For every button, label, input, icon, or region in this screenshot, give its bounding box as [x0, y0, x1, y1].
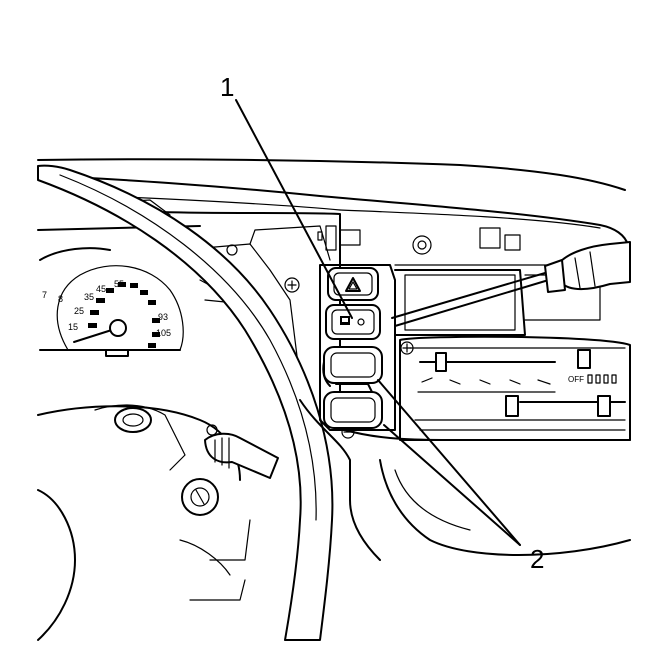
- leader-line-2b: [383, 424, 521, 546]
- blank-switch: [322, 346, 383, 387]
- climate-off-label: OFF: [568, 375, 584, 384]
- hazard-triangle-icon: [345, 277, 361, 292]
- needle-hub: [109, 319, 127, 337]
- callout-1: 1: [220, 72, 234, 102]
- leader-line-2a: [377, 379, 521, 546]
- speedometer-tick-label: 35: [84, 292, 94, 302]
- speedometer-tick-label: 45: [96, 284, 106, 294]
- leader-line-1: [235, 99, 353, 319]
- screwdriver-icon: [391, 241, 631, 327]
- speedometer-tick-label: 93: [158, 312, 168, 322]
- climate-control-panel: OFF: [399, 335, 631, 441]
- speedometer-tick-label: 7: [42, 290, 47, 300]
- speedometer-tick-label: 105: [156, 328, 171, 338]
- speedometer-tick-label: 25: [74, 306, 84, 316]
- speedometer: 7 8 15 25 35 45 55 93 105: [39, 247, 184, 357]
- hazard-switch: [327, 267, 379, 301]
- blank-switch: [323, 383, 383, 429]
- center-vent-area: [394, 227, 601, 336]
- speedometer-tick-label: 15: [68, 322, 78, 332]
- cluster-hood: [159, 211, 341, 431]
- turn-signal-stalk: [204, 424, 279, 479]
- steering-hub: [37, 404, 251, 641]
- steering-wheel: [37, 164, 334, 641]
- speedometer-tick-label: 8: [58, 294, 63, 304]
- speedometer-tick-marks: [88, 282, 160, 348]
- speedometer-tick-label: 55: [114, 279, 124, 289]
- callout-2: 2: [530, 544, 544, 574]
- traction-switch: [325, 304, 381, 340]
- callout-leaders: [235, 99, 521, 546]
